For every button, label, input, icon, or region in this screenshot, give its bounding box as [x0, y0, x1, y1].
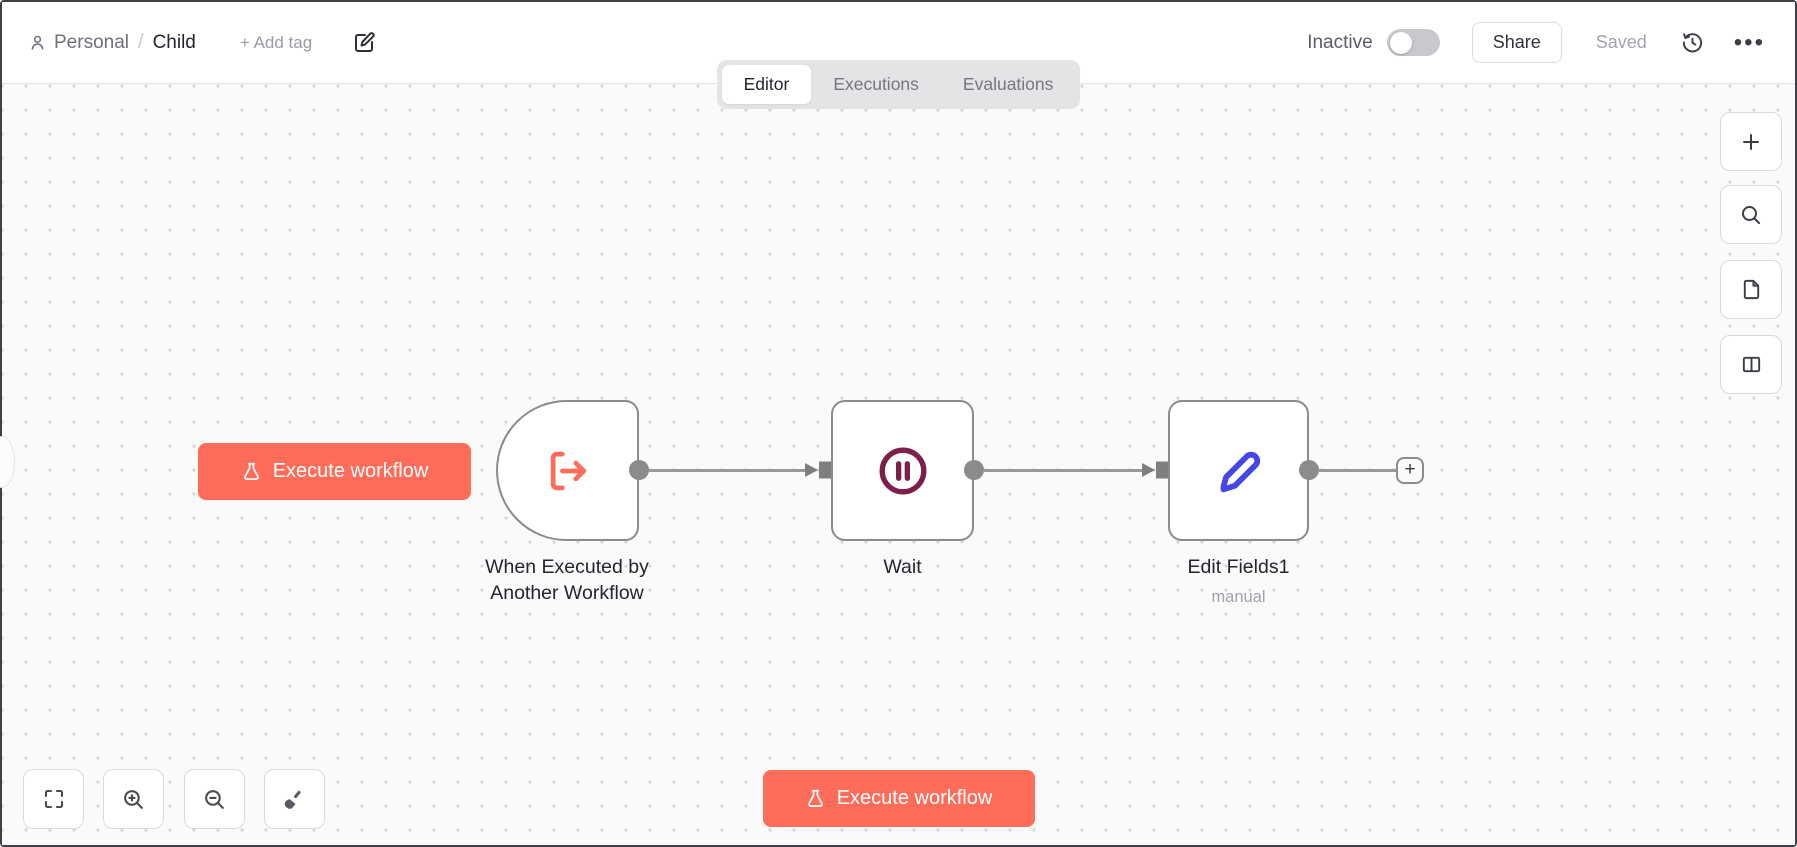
zoom-out-button[interactable]	[184, 769, 245, 829]
input-port	[805, 460, 832, 480]
breadcrumb-separator: /	[138, 31, 144, 53]
node-title: Edit Fields1	[1187, 556, 1290, 578]
node-edit-fields1[interactable]	[1168, 400, 1309, 541]
collapsed-panel-handle[interactable]	[0, 436, 15, 488]
view-tabs: Editor Executions Evaluations	[716, 60, 1081, 109]
workflow-status-label: Inactive	[1307, 31, 1373, 53]
add-node-button[interactable]	[1720, 112, 1782, 171]
sign-out-arrow-icon	[541, 444, 595, 498]
execute-workflow-button[interactable]: Execute workflow	[198, 443, 471, 500]
execute-workflow-button-bottom[interactable]: Execute workflow	[762, 770, 1035, 827]
node-label: Edit Fields1 manual	[1163, 554, 1314, 609]
plus-icon: +	[1404, 459, 1416, 480]
node-when-executed-by-another-workflow[interactable]	[496, 400, 639, 541]
fit-view-button[interactable]	[23, 769, 84, 829]
tidy-up-button[interactable]	[264, 769, 325, 829]
search-button[interactable]	[1720, 185, 1782, 244]
node-label: When Executed by Another Workflow	[485, 556, 649, 605]
user-icon	[28, 33, 47, 52]
tab-executions[interactable]: Executions	[811, 65, 941, 104]
node-label: Wait	[883, 556, 922, 578]
connection-line[interactable]	[1319, 469, 1396, 472]
pause-circle-icon	[874, 442, 932, 500]
sticky-note-button[interactable]	[1720, 260, 1782, 319]
toggle-panel-button[interactable]	[1720, 335, 1782, 394]
pen-icon	[1210, 442, 1268, 500]
node-wait[interactable]	[831, 400, 974, 541]
connection-line[interactable]	[984, 469, 1152, 472]
version-history-button[interactable]	[1677, 27, 1708, 58]
workflow-canvas[interactable]: Execute workflow	[0, 84, 1795, 845]
output-port[interactable]	[629, 460, 649, 480]
more-options-button[interactable]: •••	[1730, 30, 1769, 54]
tab-evaluations[interactable]: Evaluations	[941, 65, 1075, 104]
flask-icon	[805, 788, 826, 810]
breadcrumb: Personal / Child	[28, 31, 196, 54]
input-port	[1142, 460, 1169, 480]
flask-icon	[241, 461, 262, 483]
breadcrumb-project-label: Personal	[54, 31, 129, 53]
add-connected-node-button[interactable]: +	[1396, 457, 1424, 484]
activate-toggle[interactable]	[1386, 29, 1440, 56]
sticky-note-edit-icon[interactable]	[352, 31, 376, 55]
tab-editor[interactable]: Editor	[721, 65, 812, 104]
execute-workflow-label: Execute workflow	[836, 787, 993, 809]
output-port[interactable]	[964, 460, 984, 480]
output-port[interactable]	[1299, 460, 1319, 480]
zoom-in-button[interactable]	[103, 769, 164, 829]
workflow-title[interactable]: Child	[152, 31, 196, 53]
saved-status: Saved	[1595, 32, 1647, 52]
toggle-knob	[1389, 31, 1412, 54]
execute-workflow-label: Execute workflow	[272, 460, 429, 482]
share-button[interactable]: Share	[1471, 22, 1562, 63]
breadcrumb-project[interactable]: Personal	[28, 32, 129, 54]
add-tag-button[interactable]: + Add tag	[239, 32, 313, 52]
connection-line[interactable]	[649, 469, 815, 472]
node-subtitle: manual	[1211, 588, 1266, 607]
